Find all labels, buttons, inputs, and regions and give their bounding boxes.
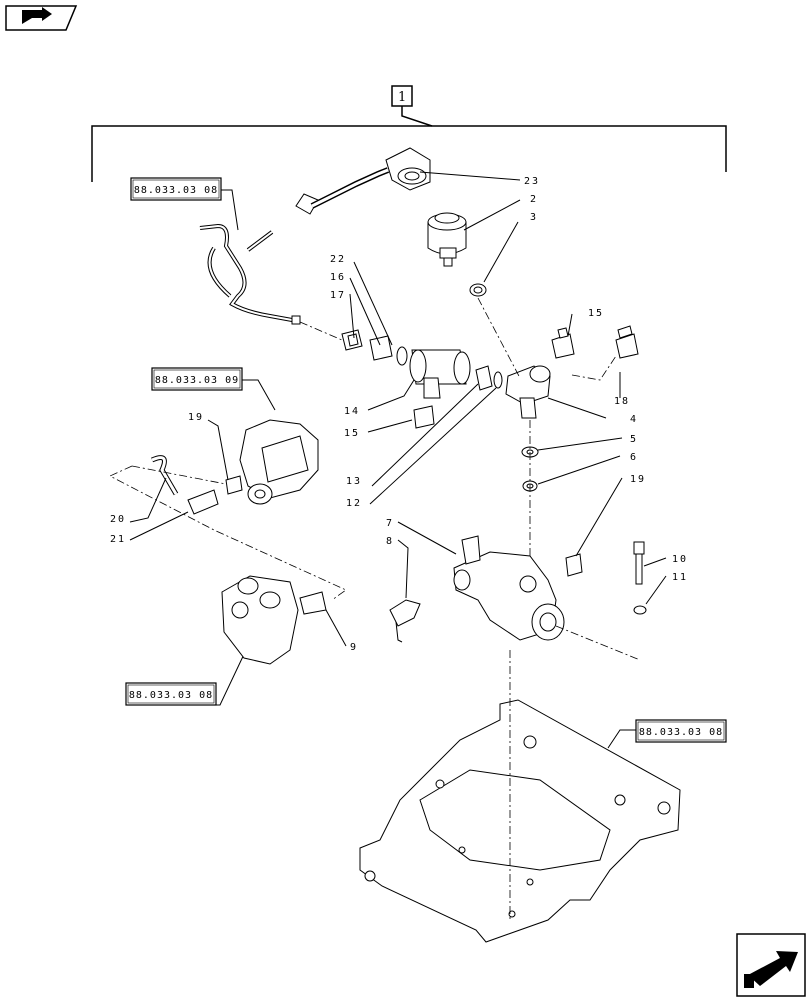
callout-number: 22 bbox=[330, 254, 346, 265]
assembly-label: 1 bbox=[398, 90, 406, 105]
callout-number: 14 bbox=[344, 406, 360, 417]
callout-number: 20 bbox=[110, 514, 126, 525]
callout-number: 15 bbox=[344, 428, 360, 439]
callout-number: 6 bbox=[630, 452, 636, 463]
assembly-bracket bbox=[91, 85, 727, 182]
callout-number: 12 bbox=[346, 498, 362, 509]
callout-number: 16 bbox=[330, 272, 346, 283]
callout-number: 3 bbox=[530, 212, 536, 223]
callout-number: 15 bbox=[588, 308, 604, 319]
callout-number: 18 bbox=[614, 396, 630, 407]
callout-numbers: 23 2 3 22 16 17 15 18 14 15 4 5 6 13 12 … bbox=[110, 176, 688, 653]
callout-number: 4 bbox=[630, 414, 636, 425]
ref-box-text: 88.033.03 08 bbox=[129, 690, 213, 701]
callout-number: 13 bbox=[346, 476, 362, 487]
callout-number: 21 bbox=[110, 534, 126, 545]
ref-box-bottom-right[interactable]: 88.033.03 08 bbox=[635, 719, 727, 743]
ref-box-top-left[interactable]: 88.033.03 08 bbox=[130, 177, 222, 201]
parts-artwork bbox=[150, 147, 681, 943]
arrow-forward-icon bbox=[744, 951, 798, 988]
prev-page-button[interactable] bbox=[5, 5, 78, 31]
arrow-right-icon bbox=[22, 7, 52, 24]
ref-box-text: 88.033.03 08 bbox=[134, 185, 218, 196]
callout-number: 19 bbox=[630, 474, 646, 485]
callout-number: 8 bbox=[386, 536, 392, 547]
callout-number: 19 bbox=[188, 412, 204, 423]
ref-box-text: 88.033.03 08 bbox=[639, 727, 723, 738]
ref-leaders bbox=[171, 189, 636, 749]
callout-number: 9 bbox=[350, 642, 356, 653]
callout-number: 10 bbox=[672, 554, 688, 565]
ref-box-text: 88.033.03 09 bbox=[155, 375, 239, 386]
ref-box-bottom-left[interactable]: 88.033.03 08 bbox=[125, 682, 217, 706]
centerlines bbox=[109, 297, 641, 920]
next-page-button[interactable] bbox=[736, 933, 806, 997]
callout-number: 17 bbox=[330, 290, 346, 301]
ref-box-mid-left[interactable]: 88.033.03 09 bbox=[151, 367, 243, 391]
callout-number: 7 bbox=[386, 518, 392, 529]
callout-number: 2 bbox=[530, 194, 536, 205]
callout-number: 11 bbox=[672, 572, 688, 583]
callout-number: 23 bbox=[524, 176, 540, 187]
callout-number: 5 bbox=[630, 434, 636, 445]
callout-leaders bbox=[129, 171, 667, 647]
